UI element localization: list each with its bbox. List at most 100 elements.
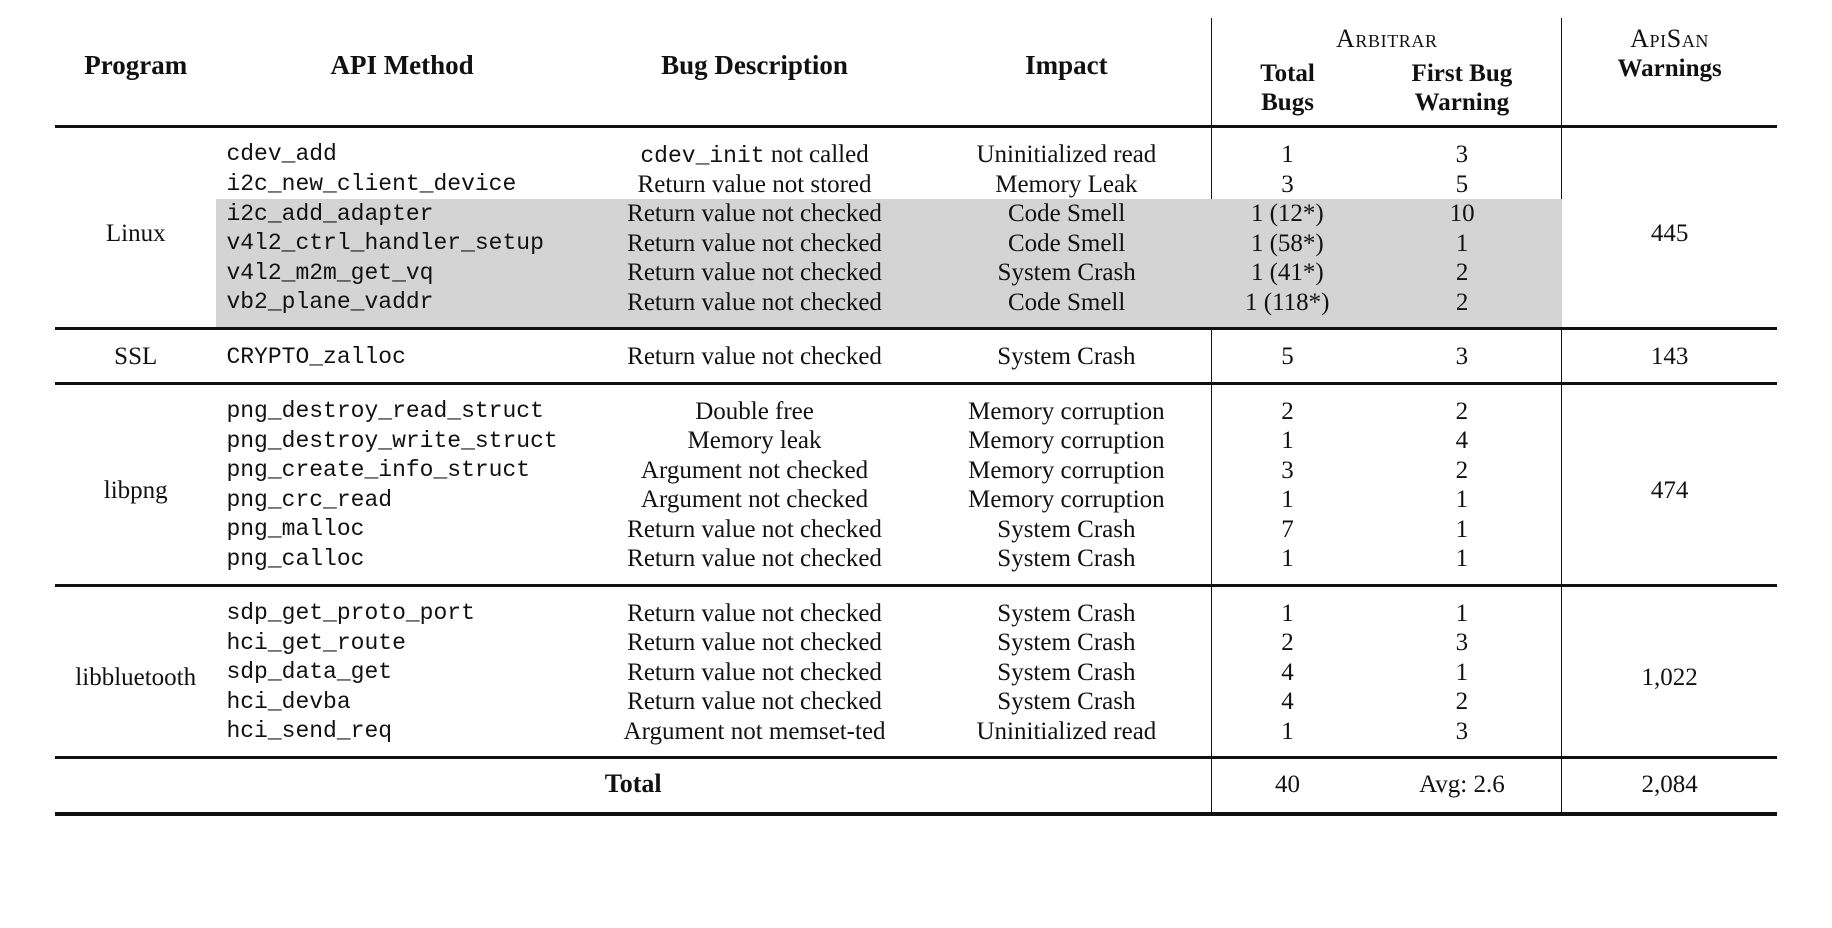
bug-description-cell: Return value not checked xyxy=(587,583,922,629)
first-bug-warning-cell: 5 xyxy=(1362,169,1563,200)
impact-cell: System Crash xyxy=(921,258,1212,288)
impact-cell: Memory corruption xyxy=(968,427,1165,455)
impact-cell: System Crash xyxy=(921,327,1212,384)
impact-cell: Uninitialized read xyxy=(921,124,1212,170)
api-method-cell: vb2_plane_vaddr xyxy=(216,287,588,329)
column-group-header-arbitrar: Arbitrar xyxy=(1211,18,1562,59)
total-bugs-cell: 1 xyxy=(1211,426,1363,456)
bug-description-cell: Return value not checked xyxy=(627,688,882,716)
column-header-bug-description: Bug Description xyxy=(661,49,848,80)
api-method-cell: cdev_add xyxy=(216,124,588,170)
api-method-cell: v4l2_ctrl_handler_setup xyxy=(216,228,588,259)
total-label: Total xyxy=(55,756,1212,816)
program-name: libbluetooth xyxy=(55,583,217,758)
table-head: Program API Method Bug Description Impac… xyxy=(55,18,1777,127)
table-row: hci_devba Return value not checked System … xyxy=(55,687,1777,717)
first-bug-warning-cell: 1 xyxy=(1362,544,1563,586)
first-bug-warning-cell: 3 xyxy=(1362,124,1563,170)
api-method-cell: hci_send_req xyxy=(226,718,393,745)
program-name: libpng xyxy=(55,381,217,586)
program-name: Linux xyxy=(55,124,217,329)
bug-description-code: cdev_init xyxy=(640,142,765,169)
total-bugs-cell: 1 (58*) xyxy=(1211,228,1363,259)
first-bug-warning-cell: 1 xyxy=(1362,228,1562,259)
impact-cell: Uninitialized read xyxy=(976,717,1157,745)
impact-cell: Memory corruption xyxy=(968,486,1165,514)
total-bugs-line2: Bugs xyxy=(1261,88,1314,116)
first-bug-warning-cell: 1 xyxy=(1362,485,1563,515)
api-method-cell: v4l2_m2m_get_vq xyxy=(216,258,588,288)
first-bug-warning-cell: 2 xyxy=(1362,381,1563,427)
bug-description-cell: Double free xyxy=(587,381,922,427)
total-bugs-cell: 2 xyxy=(1211,628,1363,658)
apisan-warnings-cell: 1,022 xyxy=(1561,583,1777,758)
total-bugs-sum: 40 xyxy=(1211,756,1363,816)
total-bugs-cell: 3 xyxy=(1211,169,1363,200)
total-bugs-cell: 1 xyxy=(1211,716,1363,758)
apisan-warnings-cell: 445 xyxy=(1561,124,1777,329)
bug-description-cell: Return value not checked xyxy=(587,327,922,384)
first-bug-warning-cell: 4 xyxy=(1362,426,1563,456)
column-group-header-apisan: ApiSan Warnings xyxy=(1561,18,1777,127)
header-sub-row: Total Bugs First Bug Warning xyxy=(55,58,1777,127)
column-header-impact: Impact xyxy=(1025,49,1108,80)
total-bugs-cell: 1 (118*) xyxy=(1211,287,1363,329)
column-header-program: Program xyxy=(84,49,188,80)
impact-cell: Code Smell xyxy=(921,199,1212,229)
impact-cell: Memory corruption xyxy=(921,381,1212,427)
bug-description-cell: Argument not checked xyxy=(640,456,869,484)
first-bug-warning-cell: 3 xyxy=(1362,628,1563,658)
api-method-cell: sdp_get_proto_port xyxy=(216,583,588,629)
bug-description-cell: Argument not checked xyxy=(640,486,869,514)
column-header-first-bug-warning: First Bug Warning xyxy=(1363,58,1562,126)
program-name: SSL xyxy=(55,327,217,384)
apisan-warnings-cell: 474 xyxy=(1561,381,1777,586)
table-row: hci_send_req Argument not memset-ted Unini… xyxy=(55,716,1777,758)
first-bug-warning-cell: 2 xyxy=(1362,455,1563,486)
first-bug-warning-cell: 1 xyxy=(1362,583,1563,629)
api-method-cell: png_malloc xyxy=(226,516,365,543)
apisan-warnings-sum: 2,084 xyxy=(1561,756,1777,816)
impact-cell: Memory corruption xyxy=(968,456,1165,484)
total-bugs-cell: 4 xyxy=(1211,657,1363,688)
impact-cell: Code Smell xyxy=(921,228,1212,259)
first-bug-warning-cell: 10 xyxy=(1362,199,1562,229)
arbitrar-label: Arbitrar xyxy=(1336,24,1438,53)
first-bug-warning-cell: 1 xyxy=(1362,657,1563,688)
bug-description-cell: Return value not stored xyxy=(637,170,872,198)
total-bugs-cell: 7 xyxy=(1211,514,1363,545)
column-header-total-bugs: Total Bugs xyxy=(1211,58,1363,127)
first-bug-warning-cell: 3 xyxy=(1362,716,1563,758)
api-method-cell: png_destroy_read_struct xyxy=(216,381,588,427)
bug-description-cell: Return value not checked xyxy=(587,287,922,329)
api-method-cell: CRYPTO_zalloc xyxy=(216,327,588,384)
apisan-warnings-cell: 143 xyxy=(1561,327,1777,384)
impact-cell: System Crash xyxy=(997,688,1136,716)
impact-cell: System Crash xyxy=(997,545,1136,573)
api-method-cell: sdp_data_get xyxy=(226,659,393,686)
bug-description-cell: Return value not checked xyxy=(587,258,922,288)
total-bugs-cell: 1 (12*) xyxy=(1211,199,1363,229)
results-table: Program API Method Bug Description Impac… xyxy=(55,18,1777,816)
total-bugs-cell: 4 xyxy=(1211,687,1363,717)
first-bug-line1: First Bug xyxy=(1411,60,1513,88)
bug-description-cell: Argument not memset-ted xyxy=(623,717,886,745)
total-bugs-cell: 1 xyxy=(1211,583,1363,629)
bug-description-cell: Return value not checked xyxy=(627,515,882,543)
total-bugs-cell: 1 xyxy=(1211,544,1363,586)
total-bugs-cell: 3 xyxy=(1211,455,1363,486)
api-method-cell: hci_devba xyxy=(226,688,351,715)
